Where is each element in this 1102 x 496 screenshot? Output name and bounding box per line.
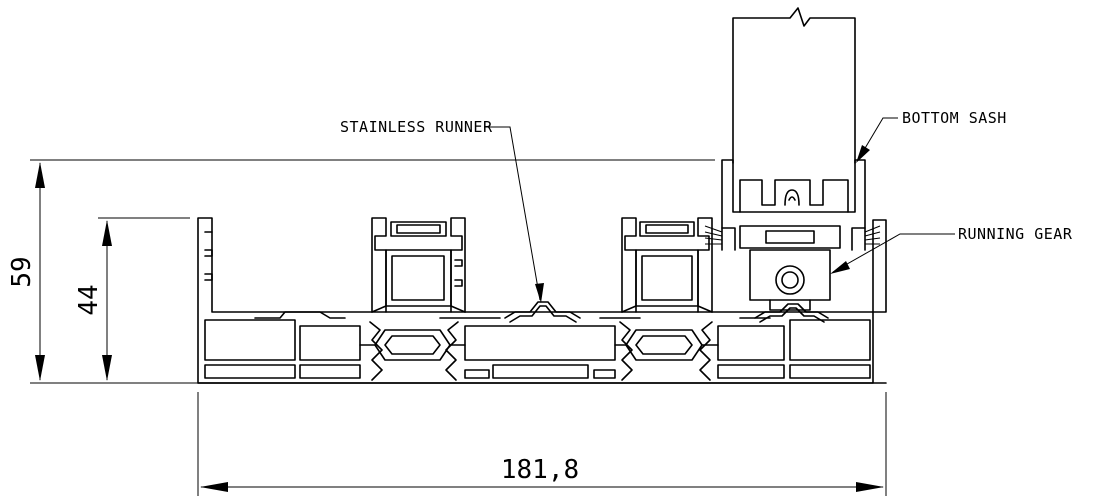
label-running-gear-text: RUNNING GEAR (958, 225, 1073, 243)
running-gear (739, 225, 841, 311)
dimension-overall-width: 181,8 (197, 392, 887, 496)
glazing-panel (732, 7, 856, 164)
arrow-head-bottom-59 (35, 355, 45, 381)
arrow-head-left (200, 482, 228, 492)
dimension-frame-height: 44 (74, 217, 190, 381)
thermal-break-right (614, 321, 719, 381)
chamber (789, 319, 871, 361)
chamber (464, 369, 490, 379)
seal-brush-right (864, 225, 881, 245)
arrow-head-bottom-44 (102, 355, 112, 381)
label-stainless-runner: STAINLESS RUNNER (340, 118, 544, 303)
chamber (789, 364, 871, 379)
chamber (593, 369, 616, 379)
sill-outline (197, 217, 887, 384)
dimension-label-44: 44 (74, 284, 104, 315)
dimension-label-181-8: 181,8 (501, 455, 579, 485)
arrow-head-top-44 (102, 220, 112, 246)
dimension-overall-height: 59 (7, 159, 715, 384)
frame-profile (197, 217, 887, 384)
left-rail (371, 217, 466, 313)
chamber (492, 364, 589, 379)
bottom-sash (704, 7, 881, 251)
chamber (717, 364, 785, 379)
chamber (464, 325, 616, 361)
seal-brush-left (704, 225, 723, 245)
label-running-gear: RUNNING GEAR (830, 225, 1073, 274)
arrow-head-top-59 (35, 162, 45, 188)
label-bottom-sash: BOTTOM SASH (856, 109, 1007, 163)
dimension-label-59: 59 (7, 256, 37, 287)
right-rail (621, 217, 713, 313)
chamber (204, 364, 296, 379)
arrow-head-right (856, 482, 884, 492)
chamber (717, 325, 785, 361)
label-bottom-sash-text: BOTTOM SASH (902, 109, 1007, 127)
chamber (299, 325, 361, 361)
stainless-runner (504, 301, 829, 323)
chamber (204, 319, 296, 361)
thermal-break-left (359, 321, 466, 381)
chamber (299, 364, 361, 379)
label-stainless-runner-text: STAINLESS RUNNER (340, 118, 493, 136)
